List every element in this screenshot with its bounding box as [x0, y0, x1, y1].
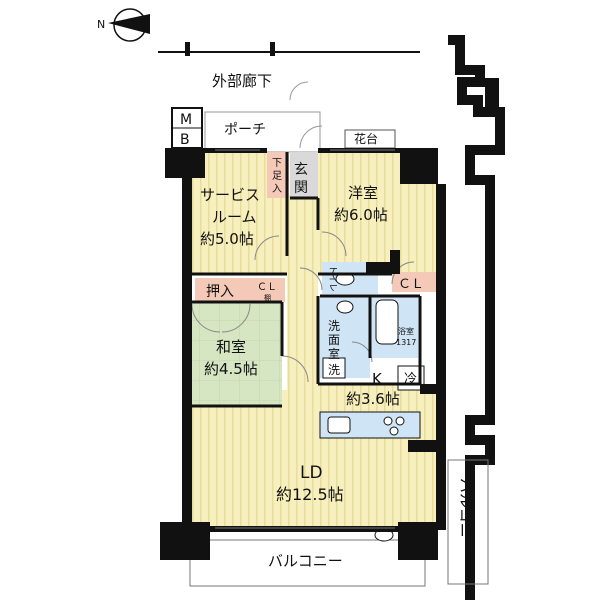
wash-basin-icon	[336, 300, 354, 314]
exterior-column	[485, 78, 499, 108]
western-room-label: 洋室	[348, 184, 378, 202]
porch-label: ポーチ	[224, 122, 266, 138]
balcony-bottom-label: バルコニー	[268, 552, 343, 570]
toilet-label: トイレ	[327, 265, 337, 292]
fridge-label: 冷	[404, 372, 417, 387]
cl-small	[253, 278, 285, 302]
shoe-label-2: 足	[272, 170, 282, 182]
washitsu	[192, 302, 282, 406]
service-room-label-1: サービス	[200, 186, 260, 204]
washer-label: 洗	[328, 363, 340, 377]
bath-label-2: 1317	[396, 338, 416, 347]
compass: N	[97, 8, 150, 42]
porch-area	[204, 111, 321, 153]
balcony-bottom-frame	[189, 539, 426, 587]
exterior-wall-right	[448, 35, 505, 600]
stove-burner-icon	[383, 416, 393, 426]
sink-icon	[327, 416, 351, 434]
oshiire	[195, 278, 253, 302]
kitchen-area: 約3.6帖	[346, 390, 400, 408]
genkan	[290, 152, 318, 198]
corridor-label: 外部廊下	[212, 72, 272, 90]
balcony-right-label: バルコニー	[457, 478, 475, 553]
washitsu-area: 約4.5帖	[204, 360, 258, 378]
ld-label: LD	[300, 463, 323, 483]
cl-small-label: ＣＬ	[257, 282, 277, 293]
washer-space	[322, 357, 346, 379]
oshiire-label: 押入	[206, 284, 234, 300]
shoe-label-1: 下	[272, 158, 282, 169]
genkan-label-1: 玄	[294, 161, 308, 178]
washitsu-label: 和室	[216, 338, 246, 356]
genkan-label-2: 関	[294, 180, 308, 196]
mb-label-b: B	[180, 132, 190, 148]
shoe-label-3: 入	[272, 184, 282, 195]
washroom-label-3: 室	[328, 346, 340, 361]
cl-right-label: ＣＬ	[398, 277, 424, 292]
shoe-storage	[267, 152, 289, 198]
hallway	[287, 195, 318, 390]
ld-area: 約12.5帖	[276, 485, 344, 504]
corridor-post	[270, 42, 275, 56]
porch-door-swing	[299, 125, 323, 149]
stove-burner-icon	[389, 426, 399, 436]
kitchen-label: K	[372, 370, 383, 388]
western-room-area: 約6.0帖	[334, 206, 388, 224]
window-marks	[215, 149, 395, 529]
compass-arrow-icon	[108, 14, 150, 34]
compass-label: N	[97, 18, 105, 31]
bathtub-icon	[375, 299, 399, 345]
gate-swing	[289, 81, 309, 101]
cl-right	[392, 272, 436, 292]
service-room-label-2: ルーム	[212, 208, 257, 226]
flower-stand-label: 花台	[354, 131, 378, 146]
cl-small-note: 棚	[264, 293, 271, 302]
service-room-area: 約5.0帖	[200, 230, 254, 248]
washroom-label-1: 洗	[328, 319, 340, 333]
bath-label-1: 浴室	[398, 326, 414, 336]
balcony-right-frame	[447, 459, 489, 585]
stove-burner-icon	[395, 416, 405, 426]
corridor-post	[185, 42, 190, 56]
washroom-label-2: 面	[328, 333, 340, 347]
mb-label-m: M	[180, 112, 192, 128]
